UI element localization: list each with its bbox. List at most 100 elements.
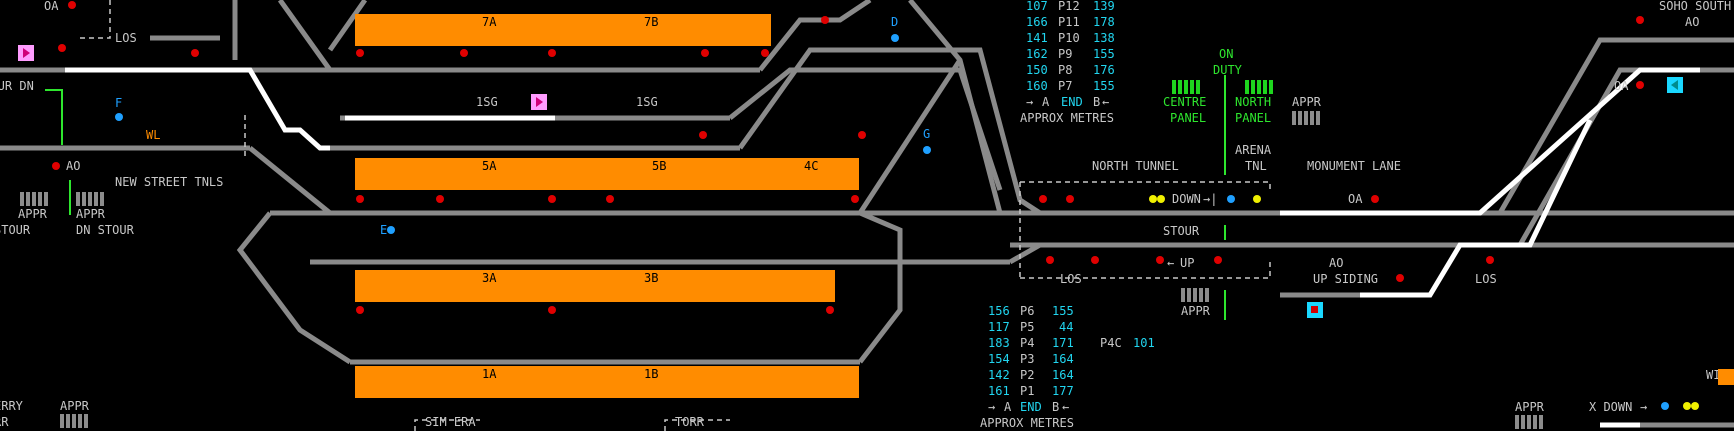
route-marker-right-icon[interactable] xyxy=(1667,77,1683,93)
label-sim-era: SIM ERA xyxy=(425,415,476,429)
label-oa-top: OA xyxy=(44,0,59,13)
upper-left-p11: 166 xyxy=(1026,15,1048,29)
upper-right-p8: 176 xyxy=(1093,63,1115,77)
upper-plat-p8: P8 xyxy=(1058,63,1073,77)
platform-1 xyxy=(355,366,859,398)
duty-duty: DUTY xyxy=(1213,63,1242,77)
north-panel-indicator xyxy=(1245,80,1273,94)
berth-g: G xyxy=(923,127,931,141)
label-los-3: LOS xyxy=(1475,272,1497,286)
upper-left-p10: 141 xyxy=(1026,31,1048,45)
label-new-street-tnls: NEW STREET TNLS xyxy=(115,175,224,189)
platform-label-6a: 6A xyxy=(482,47,497,61)
platform-label-7a: 7A xyxy=(482,15,497,29)
label-rr: RR xyxy=(0,415,9,429)
upper-left-p7: 160 xyxy=(1026,79,1048,93)
platform-label-5b: 5B xyxy=(652,159,667,173)
value-p4c: 101 xyxy=(1133,336,1155,350)
lower-plat-p2: P2 xyxy=(1020,368,1035,382)
label-north: NORTH xyxy=(1235,95,1272,109)
label-appr-3: APPR xyxy=(1181,304,1210,318)
upper-arrow-a: → xyxy=(1026,95,1034,109)
lower-plat-p4: P4 xyxy=(1020,336,1035,350)
upper-a: A xyxy=(1042,95,1050,109)
platform-label-4a: 4A xyxy=(482,191,497,205)
centre-panel-indicator xyxy=(1172,80,1200,94)
label-appr-5: APPR xyxy=(60,399,89,413)
appr-indicator-duty xyxy=(1292,111,1320,125)
label-ao-left: AO xyxy=(66,159,81,173)
lower-left-p6: 156 xyxy=(988,304,1010,318)
platform-label-6b: 6B xyxy=(644,47,659,61)
lower-approx: APPROX METRES xyxy=(980,416,1074,430)
upper-plat-p9: P9 xyxy=(1058,47,1073,61)
lower-left-p2: 142 xyxy=(988,368,1010,382)
appr-indicator-4 xyxy=(1515,415,1543,429)
platform-label-2b: 2B xyxy=(644,303,659,317)
appr-indicator-3 xyxy=(1181,288,1209,302)
platform-label-4c: 4C xyxy=(804,159,819,173)
platform-label-3b: 3B xyxy=(644,271,659,285)
label-1sg-a: 1SG xyxy=(476,95,498,109)
set-routes xyxy=(65,67,1700,428)
label-stour-dn: STOUR DN xyxy=(0,79,34,93)
upper-plat-p10: P10 xyxy=(1058,31,1080,45)
berth-f: F xyxy=(115,96,123,110)
label-appr-4: APPR xyxy=(1515,400,1544,414)
lower-plat-p3: P3 xyxy=(1020,352,1035,366)
lower-right-p2: 164 xyxy=(1052,368,1074,382)
label-centre-panel: PANEL xyxy=(1170,111,1207,125)
platform-label-3a: 3A xyxy=(482,271,497,285)
platform-2 xyxy=(355,286,835,302)
label-x-down: X DOWN xyxy=(1589,400,1633,414)
label-x-down-arrow: → xyxy=(1640,400,1648,414)
label-1sg-b: 1SG xyxy=(636,95,658,109)
upper-right-p11: 178 xyxy=(1093,15,1115,29)
label-torr: TORR xyxy=(675,415,704,429)
appr-indicator-1 xyxy=(20,192,48,206)
appr-indicator-5 xyxy=(60,414,88,428)
upper-approx: APPROX METRES xyxy=(1020,111,1114,125)
label-monument-lane: MONUMENT LANE xyxy=(1307,159,1401,173)
upper-b: B xyxy=(1093,95,1101,109)
label-up: UP xyxy=(1180,256,1195,270)
platform-7 xyxy=(355,14,771,30)
platform-label-1a: 1A xyxy=(482,367,497,381)
upper-left-p9: 162 xyxy=(1026,47,1048,61)
label-centre: CENTRE xyxy=(1163,95,1207,109)
lower-a: A xyxy=(1004,400,1012,414)
lower-left-p4: 183 xyxy=(988,336,1010,350)
label-tnl: TNL xyxy=(1245,159,1267,173)
route-marker-up-siding-icon[interactable] xyxy=(1307,302,1323,318)
label-down-arrow: →| xyxy=(1203,192,1218,206)
route-marker-left-icon[interactable] xyxy=(18,45,34,61)
duty-on: ON xyxy=(1219,47,1234,61)
lower-right-p3: 164 xyxy=(1052,352,1074,366)
route-marker-1sg-icon[interactable] xyxy=(531,94,547,110)
upper-right-p10: 138 xyxy=(1093,31,1115,45)
lower-right-p4: 171 xyxy=(1052,336,1074,350)
label-los-1: LOS xyxy=(115,31,137,45)
label-north-tunnel: NORTH TUNNEL xyxy=(1092,159,1179,173)
upper-right-p9: 155 xyxy=(1093,47,1115,61)
lower-plat-p6: P6 xyxy=(1020,304,1035,318)
lower-left-p3: 154 xyxy=(988,352,1010,366)
lower-plat-p5: P5 xyxy=(1020,320,1035,334)
lower-arrow-a: → xyxy=(988,400,996,414)
platform-label-5a: 5A xyxy=(482,159,497,173)
label-north-panel: PANEL xyxy=(1235,111,1272,125)
berth-d: D xyxy=(891,15,899,29)
label-appr-1: APPR xyxy=(18,207,47,221)
lower-plat-p1: P1 xyxy=(1020,384,1035,398)
label-wl: WL xyxy=(146,128,161,142)
platform-5 xyxy=(355,158,859,174)
lower-right-p1: 177 xyxy=(1052,384,1074,398)
label-ao-soho: AO xyxy=(1685,15,1700,29)
lower-right-p6: 155 xyxy=(1052,304,1074,318)
upper-end: END xyxy=(1061,95,1083,109)
platform-6 xyxy=(355,30,771,46)
upper-plat-p11: P11 xyxy=(1058,15,1080,29)
label-down: DOWN xyxy=(1172,192,1201,206)
upper-plat-p12: P12 xyxy=(1058,0,1080,13)
